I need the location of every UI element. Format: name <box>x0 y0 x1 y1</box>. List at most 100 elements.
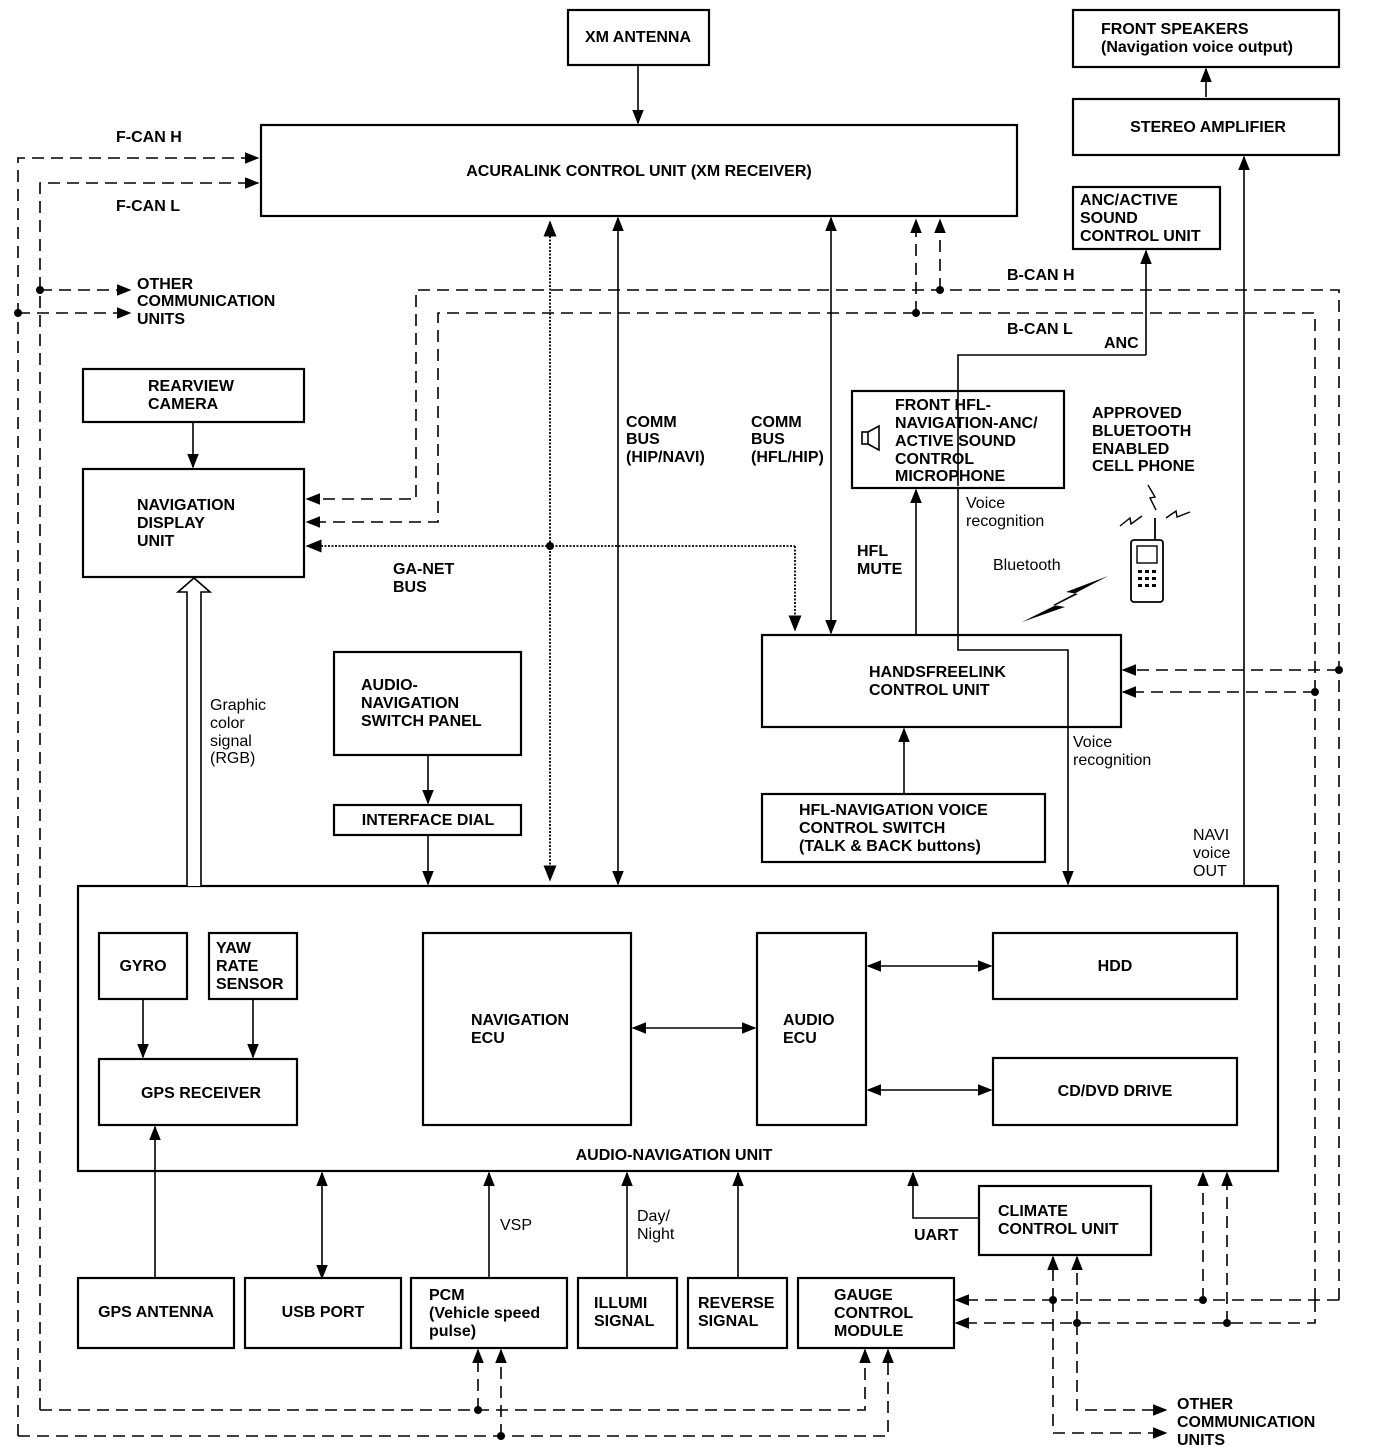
climate-line2: CONTROL UNIT <box>998 1221 1119 1238</box>
acuralink-box: ACURALINK CONTROL UNIT (XM RECEIVER) <box>259 123 1019 218</box>
reverse-line1: REVERSE <box>698 1295 775 1312</box>
ga-net-line1: GA-NET <box>393 561 455 578</box>
rgb-hollow-arrow <box>175 576 213 886</box>
acuralink-label: ACURALINK CONTROL UNIT (XM RECEIVER) <box>466 163 811 180</box>
comm-bus-2-line2: BUS <box>751 431 785 448</box>
illumi-signal-box: ILLUMI SIGNAL <box>576 1276 679 1350</box>
other-comm-bottom-3: UNITS <box>1177 1432 1225 1449</box>
nav-ecu-line1: NAVIGATION <box>471 1012 569 1029</box>
day-night-line2: Night <box>637 1226 675 1243</box>
audio-nav-unit-label: AUDIO-NAVIGATION UNIT <box>576 1147 773 1164</box>
navi-voice-out-line1: NAVI <box>1193 827 1229 844</box>
phone-line1: APPROVED <box>1092 405 1182 422</box>
front-speakers-box: FRONT SPEAKERS (Navigation voice output) <box>1071 8 1341 69</box>
illumi-line2: SIGNAL <box>594 1313 655 1330</box>
nav-display-line3: UNIT <box>137 533 175 550</box>
stereo-amplifier-label: STEREO AMPLIFIER <box>1130 119 1286 136</box>
gauge-line1: GAUGE <box>834 1287 893 1304</box>
comm-bus-1-line3: (HIP/NAVI) <box>626 449 705 466</box>
pcm-box: PCM (Vehicle speed pulse) <box>409 1276 569 1350</box>
climate-box: CLIMATE CONTROL UNIT <box>977 1184 1153 1257</box>
pcm-line1: PCM <box>429 1287 465 1304</box>
stereo-amplifier-box: STEREO AMPLIFIER <box>1071 97 1341 157</box>
gyro-box: GYRO <box>97 931 189 1001</box>
front-mic-line5: MICROPHONE <box>895 468 1006 485</box>
audio-ecu-line2: ECU <box>783 1030 817 1047</box>
vsp-label: VSP <box>500 1217 532 1234</box>
yaw-line3: SENSOR <box>216 976 284 993</box>
front-speakers-label: FRONT SPEAKERS <box>1101 21 1249 38</box>
gyro-label: GYRO <box>119 958 166 975</box>
bluetooth-label: Bluetooth <box>993 557 1061 574</box>
audio-nav-switch-panel-box: AUDIO- NAVIGATION SWITCH PANEL <box>332 650 523 757</box>
microphone-icon <box>861 424 880 452</box>
gps-antenna-box: GPS ANTENNA <box>76 1276 236 1350</box>
ga-net-line2: BUS <box>393 579 427 596</box>
handsfreelink-box: HANDSFREELINK CONTROL UNIT <box>760 633 1123 729</box>
yaw-line1: YAW <box>216 940 252 957</box>
pcm-line3: pulse) <box>429 1323 476 1340</box>
solid-connections <box>137 65 1250 1280</box>
nav-ecu-line2: ECU <box>471 1030 505 1047</box>
gps-antenna-label: GPS ANTENNA <box>98 1304 214 1321</box>
comm-bus-1-line1: COMM <box>626 414 677 431</box>
cd-dvd-box: CD/DVD DRIVE <box>991 1056 1239 1127</box>
anc-unit-line2: SOUND <box>1080 210 1138 227</box>
gps-receiver-label: GPS RECEIVER <box>141 1085 261 1102</box>
cd-dvd-label: CD/DVD DRIVE <box>1058 1083 1173 1100</box>
comm-bus-2-line1: COMM <box>751 414 802 431</box>
diagram-labels: F-CAN H F-CAN L OTHER COMMUNICATION UNIT… <box>116 129 1315 1449</box>
comm-bus-2-line3: (HFL/HIP) <box>751 449 824 466</box>
graphic-signal-line1: Graphic <box>210 697 266 714</box>
hfl-switch-line1: HFL-NAVIGATION VOICE <box>799 802 988 819</box>
interface-dial-box: INTERFACE DIAL <box>332 803 523 837</box>
phone-line2: BLUETOOTH <box>1092 423 1191 440</box>
handsfreelink-line2: CONTROL UNIT <box>869 682 990 699</box>
voice-recog-2-line2: recognition <box>1073 752 1151 769</box>
gauge-control-module-box: GAUGE CONTROL MODULE <box>796 1276 956 1350</box>
other-comm-bottom-1: OTHER <box>1177 1396 1233 1413</box>
phone-line3: ENABLED <box>1092 441 1169 458</box>
graphic-signal-line2: color <box>210 715 245 732</box>
front-mic-line4: CONTROL <box>895 451 974 468</box>
voice-recog-1-line2: recognition <box>966 513 1044 530</box>
switch-panel-line3: SWITCH PANEL <box>361 713 482 730</box>
interface-dial-label: INTERFACE DIAL <box>362 812 495 829</box>
bluetooth-signal-icon <box>1022 576 1108 622</box>
audio-ecu-box: AUDIO ECU <box>755 931 868 1127</box>
other-comm-left-1: OTHER <box>137 276 193 293</box>
day-night-line1: Day/ <box>637 1208 670 1225</box>
handsfreelink-line1: HANDSFREELINK <box>869 664 1006 681</box>
front-speakers-sublabel: (Navigation voice output) <box>1101 39 1293 56</box>
graphic-signal-line3: signal <box>210 733 252 750</box>
other-comm-left-2: COMMUNICATION <box>137 293 275 310</box>
hfl-mute-line2: MUTE <box>857 561 903 578</box>
switch-panel-line1: AUDIO- <box>361 677 418 694</box>
f-can-l-label: F-CAN L <box>116 198 180 215</box>
reverse-line2: SIGNAL <box>698 1313 759 1330</box>
gauge-line2: CONTROL <box>834 1305 913 1322</box>
xm-antenna-label: XM ANTENNA <box>585 29 692 46</box>
hfl-switch-line3: (TALK & BACK buttons) <box>799 838 981 855</box>
hdd-label: HDD <box>1098 958 1133 975</box>
anc-unit-line1: ANC/ACTIVE <box>1080 192 1178 209</box>
nav-display-box: NAVIGATION DISPLAY UNIT <box>81 467 306 579</box>
b-can-h-label: B-CAN H <box>1007 267 1075 284</box>
anc-label: ANC <box>1104 335 1139 352</box>
navi-voice-out-line3: OUT <box>1193 863 1227 880</box>
yaw-rate-box: YAW RATE SENSOR <box>207 931 299 1001</box>
cell-phone-icon <box>1119 484 1191 603</box>
gps-receiver-box: GPS RECEIVER <box>97 1057 299 1127</box>
rearview-camera-box: REARVIEW CAMERA <box>81 367 306 424</box>
phone-line4: CELL PHONE <box>1092 458 1195 475</box>
uart-label: UART <box>914 1227 959 1244</box>
voice-recog-2-line1: Voice <box>1073 734 1112 751</box>
other-comm-left-3: UNITS <box>137 311 185 328</box>
navi-voice-out-line2: voice <box>1193 845 1230 862</box>
xm-antenna-box: XM ANTENNA <box>566 8 711 67</box>
usb-port-label: USB PORT <box>282 1304 365 1321</box>
hdd-box: HDD <box>991 931 1239 1001</box>
hfl-mute-line1: HFL <box>857 543 888 560</box>
illumi-line1: ILLUMI <box>594 1295 647 1312</box>
